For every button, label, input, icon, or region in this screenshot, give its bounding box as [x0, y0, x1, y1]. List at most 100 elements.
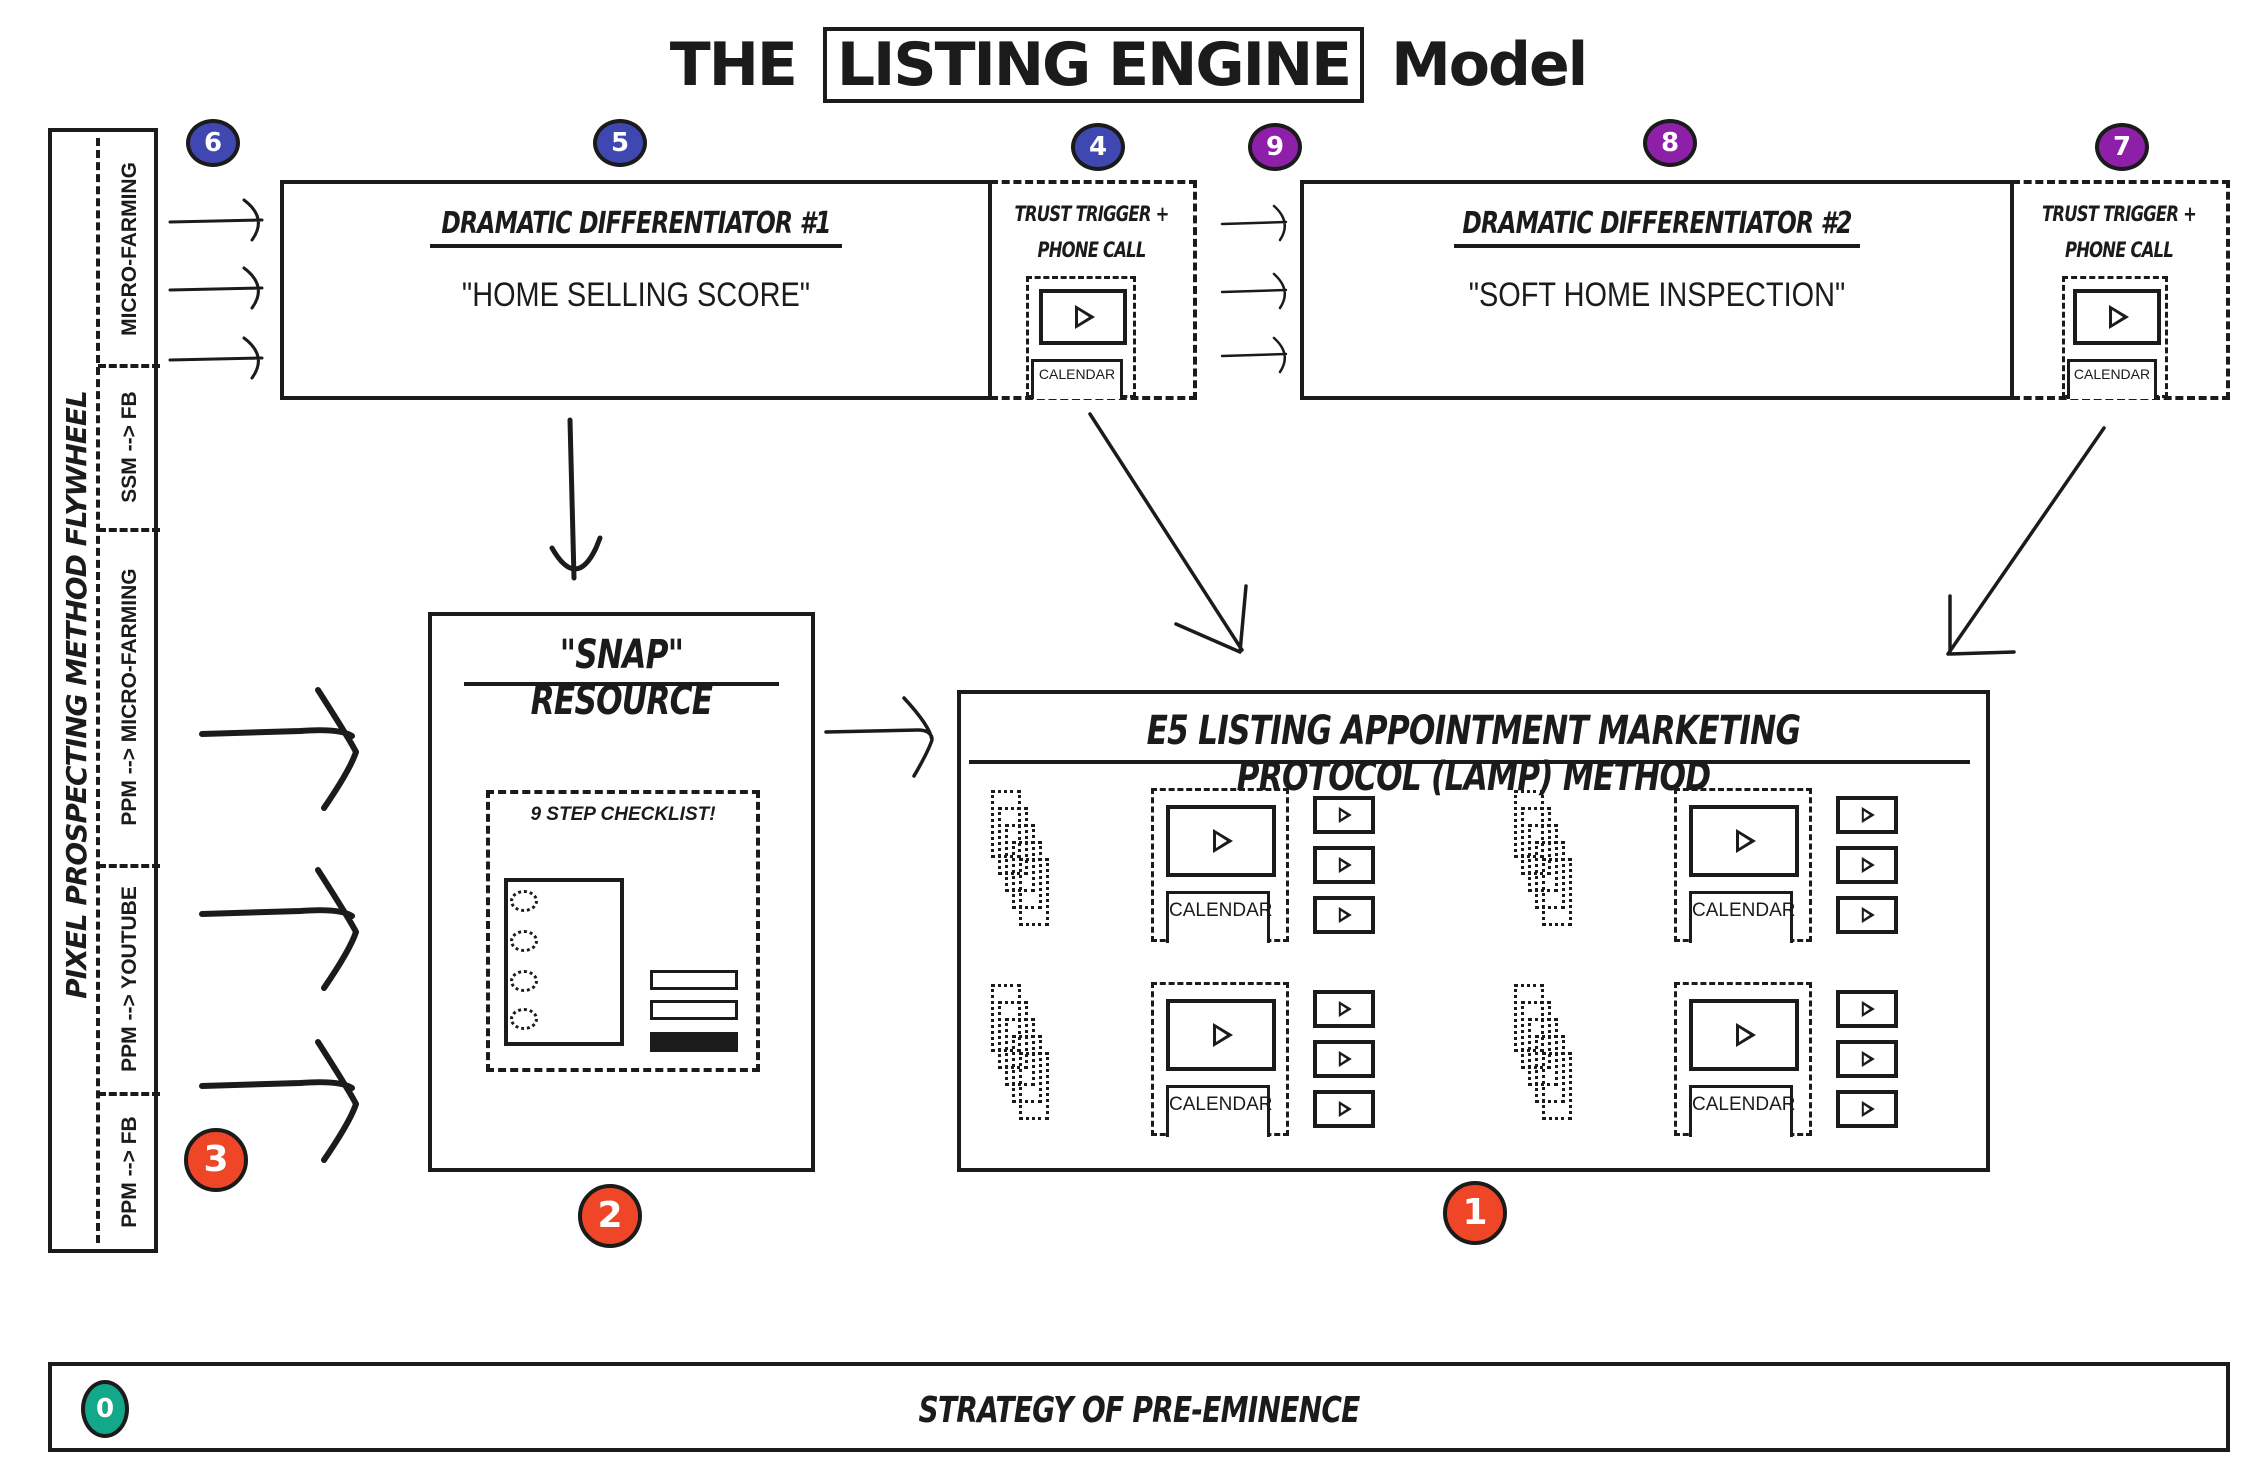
step-badge-2: 2: [578, 1184, 642, 1248]
video-calendar-group: CALENDAR: [1674, 788, 1812, 943]
mini-video-thumbnail[interactable]: [1836, 990, 1898, 1028]
flywheel-segment: PPM --> YOUTUBE: [118, 886, 141, 1072]
step-badge-3: 3: [184, 1128, 248, 1192]
arrow-icon: [199, 687, 359, 811]
trust-trigger-1-title: TRUST TRIGGER + PHONE CALL: [1014, 202, 1169, 262]
stacked-document-icon: [1535, 841, 1565, 909]
step-badge-4: 4: [1071, 123, 1125, 171]
heading-underline: [430, 244, 842, 248]
checkbox-icon: [510, 890, 538, 912]
step-badge-6: 6: [186, 119, 240, 167]
play-icon: [1338, 857, 1352, 873]
trust-trigger-2: TRUST TRIGGER + PHONE CALL CALENDAR: [2012, 180, 2230, 400]
checklist-page: [504, 878, 624, 1046]
foundation-bar: STRATEGY OF PRE-EMINENCE: [48, 1362, 2230, 1452]
play-icon: [1861, 1051, 1875, 1067]
video-thumbnail[interactable]: [1166, 999, 1276, 1071]
mini-video-thumbnail[interactable]: [1313, 896, 1375, 934]
calendar-label[interactable]: CALENDAR: [1031, 359, 1123, 399]
diagram-title: THE LISTING ENGINE Model: [0, 22, 2256, 105]
play-icon: [1861, 907, 1875, 923]
mini-video-thumbnail[interactable]: [1836, 1040, 1898, 1078]
flywheel-separator: [98, 528, 160, 532]
snap-heading: "SNAP" RESOURCE: [530, 632, 713, 724]
arrow-icon: [1220, 272, 1288, 310]
arrow-icon: [1220, 336, 1288, 374]
form-field[interactable]: [650, 970, 738, 990]
flywheel-separator: [98, 364, 160, 368]
differentiator-2-box: DRAMATIC DIFFERENTIATOR #2 "SOFT HOME IN…: [1300, 180, 2014, 400]
calendar-label[interactable]: CALENDAR: [2067, 359, 2157, 399]
title-boxed: LISTING ENGINE: [822, 27, 1365, 104]
video-calendar-group: CALENDAR: [1674, 982, 1812, 1137]
mini-video-thumbnail[interactable]: [1313, 796, 1375, 834]
checkbox-icon: [510, 970, 538, 992]
step-badge-5: 5: [593, 119, 647, 167]
flywheel-segment: PPM --> MICRO-FARMING: [118, 568, 141, 826]
flywheel-segment: MICRO-FARMING: [118, 162, 141, 336]
mini-video-thumbnail[interactable]: [1836, 1090, 1898, 1128]
step-badge-8: 8: [1643, 119, 1697, 167]
stacked-document-icon: [1542, 1052, 1572, 1120]
mini-video-thumbnail[interactable]: [1313, 1040, 1375, 1078]
play-icon: [1861, 807, 1875, 823]
step-badge-9: 9: [1248, 123, 1302, 171]
checkbox-icon: [510, 1008, 538, 1030]
differentiator-2-heading: DRAMATIC DIFFERENTIATOR #2: [1462, 206, 1852, 241]
arrow-icon: [199, 867, 359, 991]
video-calendar-group: CALENDAR: [1151, 788, 1289, 943]
checklist-title: 9 STEP CHECKLIST!: [530, 804, 716, 825]
calendar-label[interactable]: CALENDAR: [1166, 891, 1272, 943]
play-icon: [2109, 305, 2129, 329]
title-prefix: THE: [669, 30, 798, 101]
mini-video-thumbnail[interactable]: [1836, 796, 1898, 834]
form-field[interactable]: [650, 1000, 738, 1020]
mini-video-thumbnail[interactable]: [1313, 1090, 1375, 1128]
lamp-method-box: E5 LISTING APPOINTMENT MARKETING PROTOCO…: [957, 690, 1990, 1172]
mini-video-thumbnail[interactable]: [1836, 896, 1898, 934]
lamp-heading: E5 LISTING APPOINTMENT MARKETING PROTOCO…: [1146, 708, 1801, 800]
video-thumbnail[interactable]: [1039, 289, 1127, 345]
video-calendar-group: CALENDAR: [2062, 276, 2168, 399]
arrow-icon: [1946, 426, 2106, 656]
flywheel-segment: SSM --> FB: [118, 391, 141, 503]
trust-trigger-1: TRUST TRIGGER + PHONE CALL CALENDAR: [990, 180, 1197, 400]
play-icon: [1338, 1051, 1352, 1067]
play-icon: [1861, 857, 1875, 873]
play-icon: [1861, 1101, 1875, 1117]
stacked-document-icon: [1535, 1035, 1565, 1103]
play-icon: [1338, 1001, 1352, 1017]
play-icon: [1075, 305, 1095, 329]
calendar-label[interactable]: CALENDAR: [1689, 1085, 1795, 1137]
video-thumbnail[interactable]: [1166, 805, 1276, 877]
video-thumbnail[interactable]: [1689, 999, 1799, 1071]
heading-underline: [969, 760, 1970, 764]
trust-trigger-2-title: TRUST TRIGGER + PHONE CALL: [2041, 202, 2197, 262]
step-badge-1: 1: [1443, 1181, 1507, 1245]
video-thumbnail[interactable]: [2073, 289, 2161, 345]
play-icon: [1338, 1101, 1352, 1117]
foundation-label: STRATEGY OF PRE-EMINENCE: [918, 1390, 1360, 1431]
play-icon: [1338, 907, 1352, 923]
mini-video-thumbnail[interactable]: [1313, 990, 1375, 1028]
flywheel-separator: [98, 1092, 160, 1096]
step-badge-7: 7: [2095, 123, 2149, 171]
heading-underline: [1454, 244, 1860, 248]
title-suffix: Model: [1391, 30, 1588, 101]
video-thumbnail[interactable]: [1689, 805, 1799, 877]
stacked-document-icon: [1012, 1035, 1042, 1103]
stacked-document-icon: [1019, 1052, 1049, 1120]
mini-video-thumbnail[interactable]: [1836, 846, 1898, 884]
arrow-icon: [824, 696, 934, 778]
form-submit-button[interactable]: [650, 1032, 738, 1052]
mini-video-thumbnail[interactable]: [1313, 846, 1375, 884]
calendar-label[interactable]: CALENDAR: [1689, 891, 1795, 943]
stacked-document-icon: [1019, 858, 1049, 926]
play-icon: [1213, 829, 1233, 853]
arrow-icon: [168, 336, 264, 380]
play-icon: [1213, 1023, 1233, 1047]
differentiator-1-body: "HOME SELLING SCORE": [461, 276, 811, 314]
calendar-label[interactable]: CALENDAR: [1166, 1085, 1272, 1137]
arrow-icon: [168, 266, 264, 310]
differentiator-2-body: "SOFT HOME INSPECTION": [1468, 276, 1846, 314]
